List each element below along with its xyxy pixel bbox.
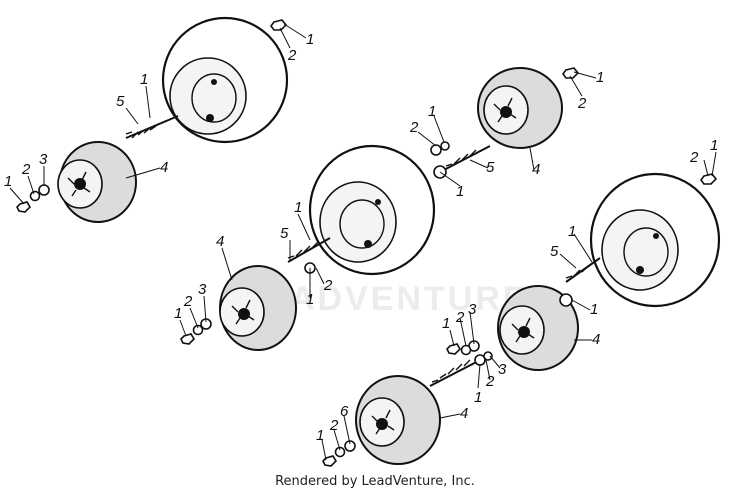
- callout-5: 5: [280, 225, 289, 242]
- callout-3: 3: [198, 281, 207, 298]
- wheel-assembly-top-left: [16, 16, 289, 223]
- watermark-text: ADVENTURE: [290, 280, 529, 318]
- callout-4: 4: [592, 331, 600, 348]
- callout-5: 5: [550, 243, 559, 260]
- callout-4: 4: [160, 159, 168, 176]
- callout-5: 5: [116, 93, 125, 110]
- tire-right: [589, 172, 721, 308]
- callout-2: 2: [329, 417, 339, 434]
- callout-2: 2: [287, 47, 297, 64]
- callout-4: 4: [460, 405, 468, 422]
- callout-1: 1: [456, 183, 464, 200]
- fasteners-bottom: [322, 440, 356, 467]
- stud-bottom: [429, 351, 493, 387]
- tire-top-left: [161, 16, 289, 144]
- callout-1: 1: [474, 389, 482, 406]
- fasteners-center: [180, 318, 212, 345]
- callout-3: 3: [468, 301, 477, 318]
- callout-4: 4: [216, 233, 224, 250]
- wheel-weight-bottom: [355, 375, 441, 465]
- callout-1: 1: [568, 223, 576, 240]
- callout-2: 2: [183, 293, 193, 310]
- stud-center: [287, 237, 331, 274]
- callout-2: 2: [323, 277, 333, 294]
- stud-right: [565, 257, 601, 283]
- callout-1: 1: [590, 301, 598, 318]
- wheel-assembly-right: [446, 172, 721, 371]
- callout-2: 2: [409, 119, 419, 136]
- wheel-weight-top-right: [477, 67, 563, 149]
- wheel-weight-right: [497, 285, 579, 371]
- callout-1: 1: [316, 427, 324, 444]
- callout-1: 1: [306, 291, 314, 308]
- callout-3: 3: [39, 151, 48, 168]
- callout-1: 1: [4, 173, 12, 190]
- callout-1: 1: [174, 305, 182, 322]
- callout-leaders: [9, 23, 717, 461]
- callout-2: 2: [21, 161, 31, 178]
- callout-1: 1: [294, 199, 302, 216]
- callout-3: 3: [498, 361, 507, 378]
- callout-2: 2: [485, 373, 495, 390]
- callout-2: 2: [689, 149, 699, 166]
- tire-center: [308, 144, 436, 276]
- callout-1: 1: [140, 71, 148, 88]
- footer-credit: Rendered by LeadVenture, Inc.: [275, 474, 475, 489]
- wheel-weight-top-left: [57, 141, 137, 223]
- callout-1: 1: [710, 137, 718, 154]
- wheel-assembly-bottom: [322, 351, 493, 467]
- callout-5: 5: [486, 159, 495, 176]
- callout-1: 1: [442, 315, 450, 332]
- callout-4: 4: [532, 161, 540, 178]
- wheel-weight-center: [219, 265, 297, 351]
- wheel-assembly-center: [180, 144, 436, 351]
- stud-top-left: [125, 115, 179, 139]
- callout-1: 1: [306, 31, 314, 48]
- callout-2: 2: [455, 309, 465, 326]
- stud-top-right: [439, 145, 491, 173]
- wheel-assembly-top-right: [270, 19, 580, 179]
- callout-1: 1: [596, 69, 604, 86]
- callout-2: 2: [577, 95, 587, 112]
- callout-1: 1: [428, 103, 436, 120]
- fasteners-right: [446, 173, 718, 356]
- fasteners-top-left: [16, 184, 50, 213]
- callout-labels: 1 2 3 4 5 1 1 2 1 2 2 1 5 4 1 5 1 4 2 1 …: [4, 31, 718, 444]
- callout-6: 6: [340, 403, 349, 420]
